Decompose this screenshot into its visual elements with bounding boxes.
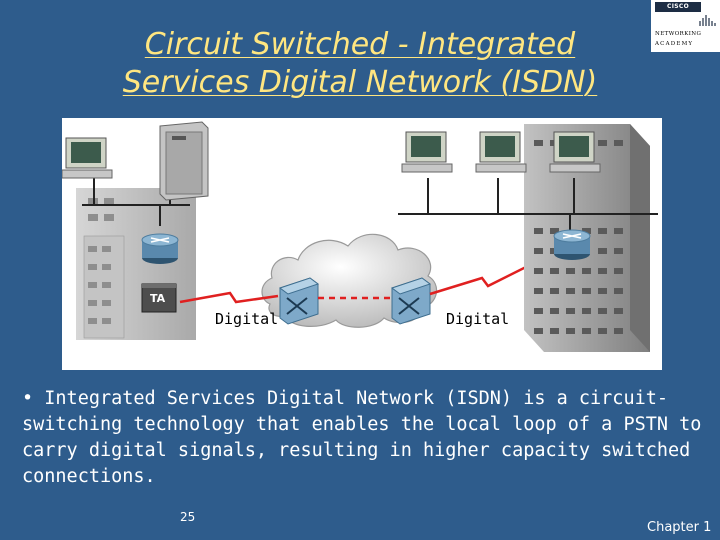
logo-line-2: ACADEMY: [655, 41, 694, 47]
terminal-adapter-label: TA: [150, 292, 166, 305]
terminal-adapter-icon: [141, 283, 177, 313]
title-line-1: Circuit Switched - Integrated: [144, 27, 576, 62]
left-digital-label: Digital: [215, 310, 279, 328]
right-lan: [398, 178, 658, 230]
cisco-academy-logo: CISCO SYSTEMS NETWORKING ACADEMY: [651, 0, 720, 52]
isdn-diagram: TA Digital Digital: [62, 118, 662, 370]
left-lan: [82, 178, 190, 226]
left-router-icon: [141, 233, 179, 264]
right-digital-label: Digital: [446, 310, 510, 328]
workstation-icon: [475, 131, 527, 173]
cisco-bridge-icon: [699, 15, 716, 26]
workstation-icon: [401, 131, 453, 173]
chapter-footer: Chapter 1: [647, 520, 712, 535]
slide-title: Circuit Switched - Integrated Services D…: [60, 26, 660, 102]
logo-line-1: NETWORKING: [655, 31, 702, 37]
right-router-icon: [553, 229, 591, 260]
right-wan-link: [429, 252, 553, 296]
body-paragraph: • Integrated Services Digital Network (I…: [22, 388, 702, 487]
logo-brand: CISCO SYSTEMS: [655, 2, 701, 20]
workstation-icon: [62, 137, 113, 179]
right-switch-icon: [390, 277, 432, 325]
network-drawing: [62, 121, 658, 352]
left-switch-icon: [278, 277, 320, 325]
left-building: [76, 188, 196, 340]
title-line-2: Services Digital Network (ISDN): [122, 65, 598, 100]
page-number: 25: [180, 510, 196, 524]
left-wan-link: [179, 291, 279, 304]
workstation-icon: [549, 131, 601, 173]
server-icon: [159, 121, 209, 201]
